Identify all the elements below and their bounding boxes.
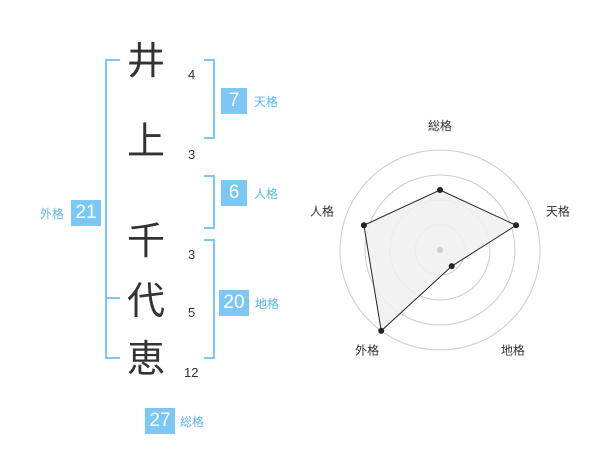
soukaku-value: 27	[145, 408, 175, 434]
stroke-count-5: 12	[184, 365, 199, 380]
radar-point-4	[378, 327, 385, 334]
stroke-count-3: 3	[188, 247, 196, 262]
chikaku-label: 地格	[255, 297, 280, 311]
name-char-3: 千	[126, 219, 165, 263]
radar-axis-label-1: 総格	[428, 118, 452, 133]
name-char-2: 上	[126, 119, 165, 163]
radar-axis-label-4: 外格	[355, 342, 379, 357]
gai-bracket	[105, 59, 120, 359]
gaikaku-value: 21	[71, 200, 101, 226]
name-char-4: 代	[126, 279, 165, 323]
radar-axis-label-3: 地格	[501, 342, 525, 357]
chi-bracket	[204, 239, 215, 359]
jinkaku-label: 人格	[254, 187, 279, 201]
jinkaku-value: 6	[221, 180, 247, 206]
radar-point-3	[448, 263, 455, 270]
soukaku-label: 総格	[180, 415, 205, 429]
radar-area	[363, 189, 518, 332]
radar-axis-label-5: 人格	[310, 204, 334, 219]
name-char-1: 井	[126, 39, 165, 83]
jin-bracket	[204, 175, 215, 229]
stroke-count-2: 3	[188, 147, 196, 162]
chikaku-value: 20	[219, 290, 249, 316]
tenkaku-label: 天格	[254, 95, 279, 109]
radar-point-2	[513, 222, 520, 229]
radar-point-5	[360, 222, 367, 229]
tenkaku-value: 7	[221, 88, 247, 114]
ten-bracket	[204, 59, 215, 139]
radar-ring-3	[364, 174, 516, 326]
stroke-count-1: 4	[188, 67, 196, 82]
radar-ring-4	[339, 149, 541, 351]
radar-point-1	[437, 187, 443, 193]
stroke-count-4: 5	[188, 305, 196, 320]
radar-points	[360, 187, 520, 334]
radar-center-dot	[437, 247, 443, 253]
radar-axis-label-2: 天格	[546, 204, 570, 219]
name-char-5: 恵	[126, 337, 165, 381]
gaikaku-label: 外格	[40, 207, 65, 221]
